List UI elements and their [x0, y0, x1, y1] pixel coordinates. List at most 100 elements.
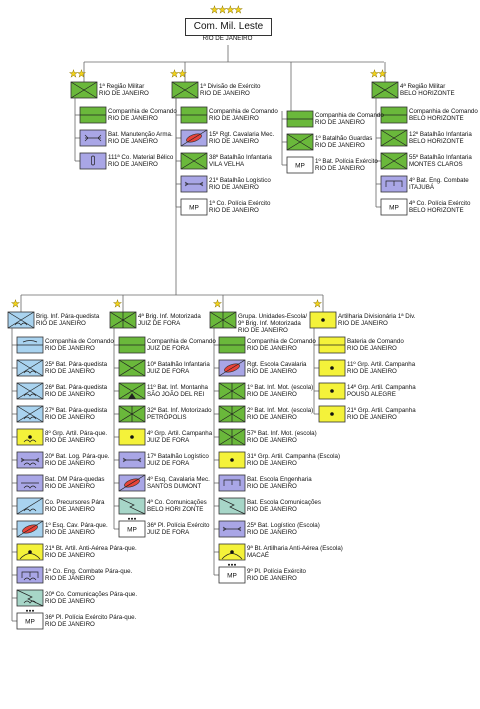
unit-symbol[interactable]: [180, 152, 208, 170]
label-line: RIO DE JANEIRO: [247, 391, 297, 399]
unit-symbol[interactable]: [16, 543, 44, 561]
unit-label: 31º Grp. Artil. Campanha (Escola)RIO DE …: [247, 453, 340, 467]
unit-symbol[interactable]: [16, 336, 44, 354]
hq-title[interactable]: Com. Mil. Leste: [185, 18, 272, 36]
label-line: 55º Batalhão Infantaria: [409, 154, 472, 161]
unit-symbol[interactable]: [286, 110, 314, 128]
unit-symbol[interactable]: [79, 152, 107, 170]
label-line: 31º Grp. Artil. Campanha (Escola): [247, 453, 341, 460]
unit-symbol[interactable]: [318, 336, 346, 354]
unit-symbol[interactable]: [16, 359, 44, 377]
unit-symbol[interactable]: [180, 129, 208, 147]
label-line: 21º Batalhão Logístico: [209, 177, 271, 184]
svg-text:MP: MP: [189, 205, 199, 212]
unit-symbol[interactable]: [218, 543, 246, 561]
label-line: 1ª Co. Polícia Exército: [209, 200, 271, 207]
unit-symbol[interactable]: [218, 497, 246, 515]
unit-symbol[interactable]: [16, 382, 44, 400]
unit-symbol[interactable]: [16, 451, 44, 469]
unit-symbol[interactable]: [218, 359, 246, 377]
unit-symbol[interactable]: [16, 474, 44, 492]
unit-symbol[interactable]: [118, 336, 146, 354]
unit-symbol[interactable]: [318, 359, 346, 377]
unit-symbol[interactable]: MP: [16, 609, 44, 630]
unit-symbol[interactable]: [286, 133, 314, 151]
label-line: Artilharia Divisionária 1ª Div.: [338, 313, 416, 320]
division-0-symbol[interactable]: [70, 81, 98, 99]
unit-symbol[interactable]: [118, 451, 146, 469]
unit-symbol[interactable]: [180, 106, 208, 124]
division-4-symbol[interactable]: [7, 311, 35, 329]
unit-symbol[interactable]: [16, 589, 44, 607]
label-line: Brig. Inf. Pára-quedista: [36, 313, 100, 320]
label-line: Companhia de Comando: [409, 108, 478, 115]
division-5-symbol[interactable]: [109, 311, 137, 329]
unit-symbol[interactable]: [118, 359, 146, 377]
unit-symbol[interactable]: MP: [218, 563, 246, 584]
unit-symbol[interactable]: [16, 428, 44, 446]
unit-symbol[interactable]: [218, 520, 246, 538]
unit-symbol[interactable]: [118, 428, 146, 446]
label-line: RIO DE JANEIRO: [209, 138, 259, 146]
label-line: RIO DE JANEIRO: [108, 161, 158, 169]
unit-symbol[interactable]: [380, 106, 408, 124]
unit-symbol[interactable]: [218, 405, 246, 423]
division-6-symbol[interactable]: [209, 311, 237, 329]
unit-symbol[interactable]: [218, 336, 246, 354]
label-line: 14º Grp. Artil. Campanha: [347, 384, 416, 391]
label-line: Companhia de Comando: [247, 338, 316, 345]
division-3-symbol[interactable]: [371, 81, 399, 99]
unit-symbol[interactable]: [380, 152, 408, 170]
unit-symbol[interactable]: [218, 382, 246, 400]
label-line: 21º Grp. Artil. Campanha: [347, 407, 416, 414]
unit-symbol[interactable]: [16, 405, 44, 423]
unit-symbol[interactable]: [118, 405, 146, 423]
unit-symbol[interactable]: [118, 382, 146, 400]
label-line: RIO DE JANEIRO: [45, 345, 95, 353]
unit-symbol[interactable]: [180, 175, 208, 193]
label-line: POUSO ALEGRE: [347, 391, 396, 399]
label-line: 4º Grp. Artil. Campanha: [147, 430, 213, 437]
unit-symbol[interactable]: MP: [180, 198, 208, 216]
unit-symbol[interactable]: [16, 566, 44, 584]
division-7-symbol[interactable]: [309, 311, 337, 329]
label-line: 4º Esq. Cavalaria Mec.: [147, 476, 210, 483]
unit-symbol[interactable]: [318, 405, 346, 423]
unit-symbol[interactable]: [16, 520, 44, 538]
label-line: Bat. Escola Comunicações: [247, 499, 321, 506]
unit-symbol[interactable]: [380, 175, 408, 193]
unit-symbol[interactable]: [380, 129, 408, 147]
label-line: 111ª Co. Material Bélico: [108, 154, 174, 161]
label-line: Grupa. Unidades-Escola/: [238, 313, 308, 320]
label-line: RIO DE JANEIRO: [347, 414, 397, 422]
label-line: RIO DE JANEIRO: [45, 575, 95, 583]
unit-label: 9ª Bt. Artilharia Anti-Aérea (Escola)MAC…: [247, 545, 343, 559]
label-line: RIO DE JANEIRO: [209, 115, 259, 123]
unit-symbol[interactable]: MP: [380, 198, 408, 216]
unit-symbol[interactable]: [218, 474, 246, 492]
unit-symbol[interactable]: [318, 382, 346, 400]
label-line: Co. Precursores Pára: [45, 499, 105, 506]
unit-symbol[interactable]: [16, 497, 44, 515]
unit-symbol[interactable]: [118, 497, 146, 515]
label-line: RIO DE JANEIRO: [45, 529, 95, 537]
unit-symbol[interactable]: [118, 474, 146, 492]
unit-symbol[interactable]: [218, 451, 246, 469]
unit-symbol[interactable]: MP: [118, 517, 146, 538]
unit-symbol[interactable]: MP: [286, 156, 314, 174]
division-1-symbol[interactable]: [171, 81, 199, 99]
unit-symbol[interactable]: [79, 129, 107, 147]
unit-symbol[interactable]: [79, 106, 107, 124]
unit-symbol[interactable]: [218, 428, 246, 446]
